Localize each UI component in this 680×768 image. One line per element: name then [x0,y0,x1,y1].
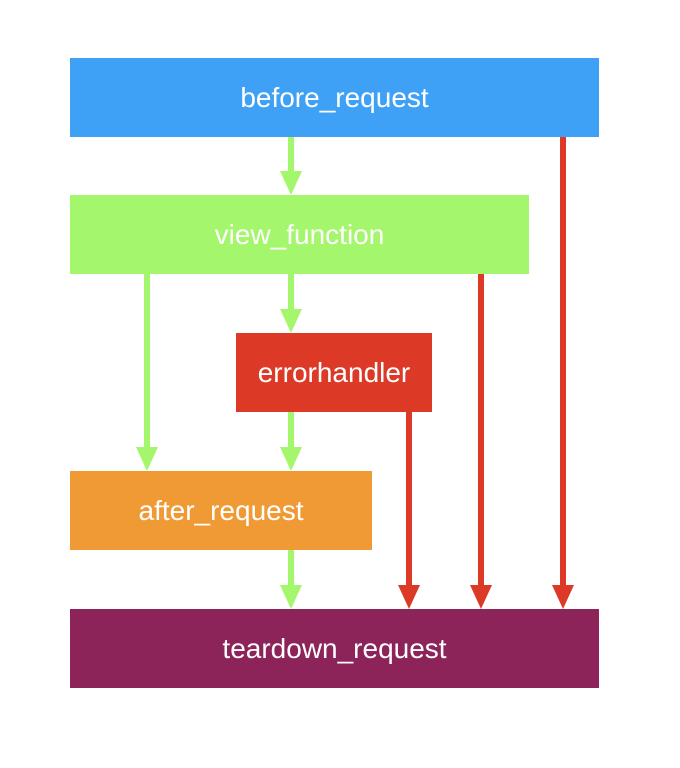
arrow-head [280,585,302,609]
arrow-view-function-to-teardown-request [470,274,492,609]
arrow-head [136,447,158,471]
arrow-errorhandler-to-after-request [280,412,302,471]
arrow-after-request-to-teardown-request [280,550,302,609]
arrow-errorhandler-to-teardown-request [398,412,420,609]
arrow-before-request-to-teardown-request [552,137,574,609]
node-teardown-request: teardown_request [70,609,599,688]
arrow-head [280,171,302,195]
node-errorhandler: errorhandler [236,333,432,412]
node-after-request: after_request [70,471,372,550]
arrow-view-function-to-after-request [136,274,158,471]
node-view-function: view_function [70,195,529,274]
arrow-head [398,585,420,609]
arrow-head [280,309,302,333]
arrow-head [470,585,492,609]
arrow-view-function-to-errorhandler [280,274,302,333]
node-before-request: before_request [70,58,599,137]
arrow-before-request-to-view-function [280,137,302,195]
arrow-head [552,585,574,609]
arrow-head [280,447,302,471]
